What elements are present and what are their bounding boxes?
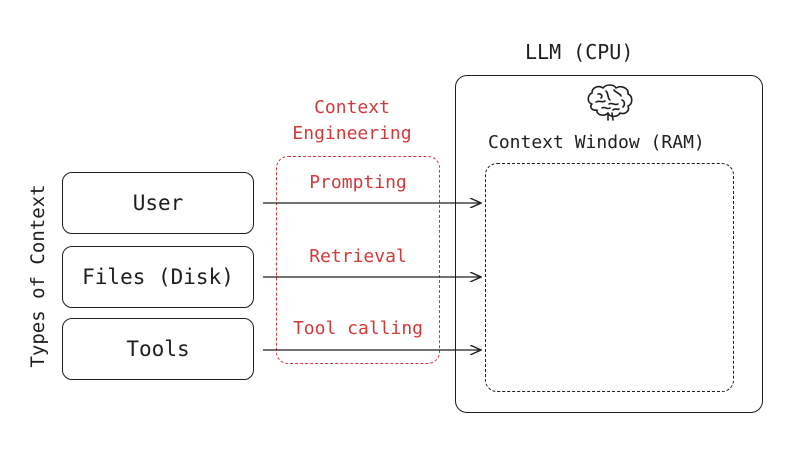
files-disk-box: Files (Disk) (62, 246, 254, 308)
tools-box: Tools (62, 318, 254, 380)
user-box: User (62, 172, 254, 234)
context-window-ram-title: Context Window (RAM) (488, 132, 705, 153)
context-engineering-title-line1: Context (314, 97, 390, 118)
tool-calling-label: Tool calling (292, 318, 424, 339)
llm-box (455, 75, 763, 413)
brain-icon (587, 84, 633, 121)
prompting-label: Prompting (309, 172, 407, 193)
context-engineering-title-line2: Engineering (292, 123, 412, 144)
context-engineering-dashed-box (276, 156, 440, 364)
context-window-dashed-box (485, 163, 734, 392)
retrieval-label: Retrieval (309, 246, 407, 267)
files-disk-label: Files (Disk) (82, 265, 234, 289)
tools-label: Tools (126, 337, 190, 361)
llm-cpu-title: LLM (CPU) (525, 40, 634, 64)
context-engineering-title: Context Engineering (277, 95, 427, 147)
user-label: User (132, 191, 184, 215)
types-of-context-label: Types of Context (27, 184, 49, 368)
